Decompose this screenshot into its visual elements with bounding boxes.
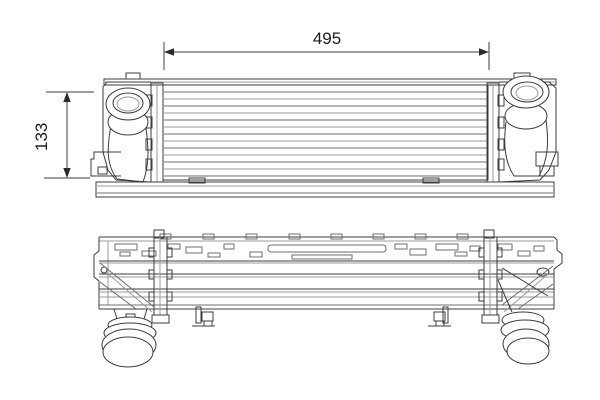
bottom-tank-edges xyxy=(99,262,554,313)
front-right-pipe-body xyxy=(504,119,548,177)
front-left-pipe-bore xyxy=(112,92,144,114)
front-view xyxy=(90,72,559,198)
front-core xyxy=(162,84,489,181)
front-right-pipe-rim xyxy=(502,75,550,109)
bottom-left-hole xyxy=(100,266,108,274)
bottom-right-end-cap xyxy=(553,236,563,309)
front-left-pipe-body xyxy=(107,124,149,183)
front-right-pipe-bore xyxy=(510,81,544,103)
front-top-tab-left xyxy=(125,72,141,80)
width-dimension-label: 495 xyxy=(313,29,341,48)
front-clip-left xyxy=(188,177,206,184)
bottom-right-pipe xyxy=(497,267,550,365)
bottom-center-slot xyxy=(267,244,387,253)
height-arrow-bottom xyxy=(63,168,71,178)
bottom-view xyxy=(93,229,563,368)
front-bottom-rail xyxy=(95,177,555,198)
bottom-left-pipe-end xyxy=(102,336,154,368)
bottom-right-pipe-end xyxy=(506,337,550,365)
height-arrow-top xyxy=(63,92,71,102)
height-dimension: 133 xyxy=(32,91,94,179)
height-dimension-label: 133 xyxy=(32,123,51,151)
front-right-tank xyxy=(498,75,557,183)
front-side-plate-right xyxy=(486,82,505,183)
front-left-bracket xyxy=(90,151,121,177)
width-arrow-right xyxy=(479,48,489,56)
front-right-bracket xyxy=(535,151,559,177)
width-arrow-left xyxy=(164,48,174,56)
bottom-body-outline xyxy=(93,236,563,310)
width-dimension: 495 xyxy=(163,29,490,70)
front-clip-right xyxy=(422,177,440,184)
bottom-strap-left xyxy=(148,236,173,324)
bottom-right-hole xyxy=(536,267,550,277)
bottom-fastener-details xyxy=(114,229,545,260)
bottom-rails xyxy=(99,260,554,306)
core-fin-lines xyxy=(164,91,487,177)
bottom-bracket-right xyxy=(428,306,451,327)
front-left-tank xyxy=(102,81,152,183)
bottom-bracket-left xyxy=(192,306,215,327)
bottom-left-end-cap xyxy=(93,237,100,309)
bottom-left-pipe-neck xyxy=(113,308,148,320)
bottom-strap-right xyxy=(478,236,503,324)
bottom-left-pipe xyxy=(101,308,157,368)
